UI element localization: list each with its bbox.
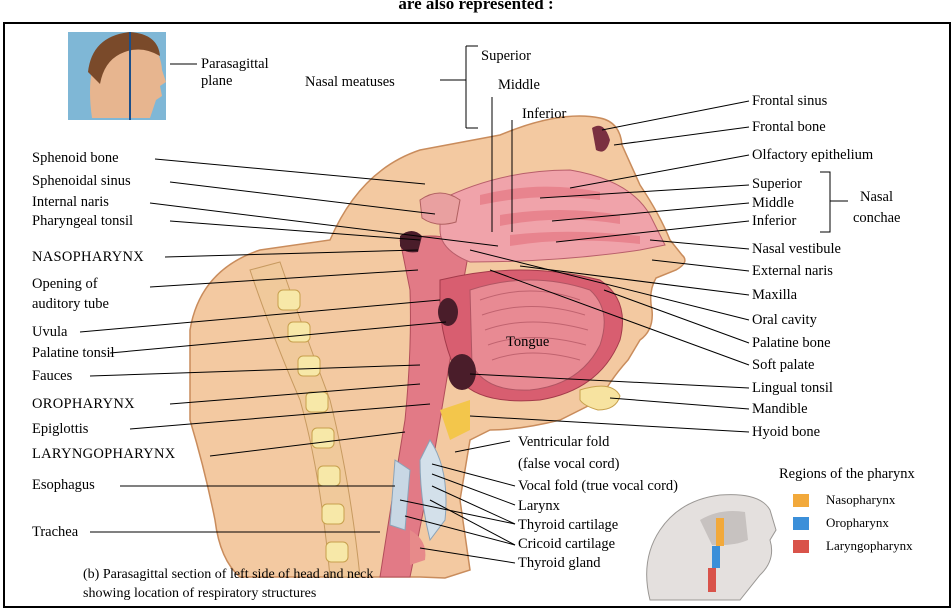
olfactory-epithelium-label: Olfactory epithelium bbox=[752, 147, 873, 163]
external-naris-label: External naris bbox=[752, 263, 833, 279]
palatine-tonsil-label: Palatine tonsil bbox=[32, 345, 115, 361]
laryngopharynx-label: LARYNGOPHARYNX bbox=[32, 446, 176, 462]
larynx-label: Larynx bbox=[518, 498, 560, 514]
fauces-label: Fauces bbox=[32, 368, 72, 384]
legend-swatch-oropharynx bbox=[793, 517, 809, 530]
legend-label-oropharynx: Oropharynx bbox=[826, 515, 889, 531]
esophagus-label: Esophagus bbox=[32, 477, 95, 493]
figure-caption-line2: showing location of respiratory structur… bbox=[83, 586, 316, 602]
legend-title: Regions of the pharynx bbox=[779, 466, 915, 482]
nasal-meatuses-label: Nasal meatuses bbox=[305, 74, 395, 90]
mandible-label: Mandible bbox=[752, 401, 808, 417]
legend-swatch-laryngopharynx bbox=[793, 540, 809, 553]
legend-label-laryngopharynx: Laryngopharynx bbox=[826, 538, 913, 554]
hyoid-bone-label: Hyoid bone bbox=[752, 424, 820, 440]
nasal-conchae-label-line1: Nasal bbox=[860, 189, 893, 205]
pharyngeal-tonsil-label: Pharyngeal tonsil bbox=[32, 213, 133, 229]
conchae-middle-label: Middle bbox=[752, 195, 794, 211]
vocal-fold-label: Vocal fold (true vocal cord) bbox=[518, 478, 678, 494]
maxilla-label: Maxilla bbox=[752, 287, 797, 303]
legend-label-nasopharynx: Nasopharynx bbox=[826, 492, 895, 508]
epiglottis-label: Epiglottis bbox=[32, 421, 88, 437]
sphenoidal-sinus-label: Sphenoidal sinus bbox=[32, 173, 131, 189]
sphenoid-bone-label: Sphenoid bone bbox=[32, 150, 119, 166]
oropharynx-label: OROPHARYNX bbox=[32, 396, 135, 412]
oral-cavity-label: Oral cavity bbox=[752, 312, 817, 328]
frontal-bone-label: Frontal bone bbox=[752, 119, 826, 135]
uvula-label: Uvula bbox=[32, 324, 67, 340]
ventricular-fold-label-line2: (false vocal cord) bbox=[518, 456, 619, 472]
thyroid-cartilage-label: Thyroid cartilage bbox=[518, 517, 618, 533]
meatus-superior-label: Superior bbox=[481, 48, 531, 64]
nasal-vestibule-label: Nasal vestibule bbox=[752, 241, 841, 257]
conchae-superior-label: Superior bbox=[752, 176, 802, 192]
meatus-inferior-label: Inferior bbox=[522, 106, 566, 122]
opening-auditory-tube-label-line2: auditory tube bbox=[32, 296, 109, 312]
nasal-conchae-label-line2: conchae bbox=[853, 210, 901, 226]
meatus-middle-label: Middle bbox=[498, 77, 540, 93]
inset-head-profile bbox=[68, 32, 166, 120]
inset-plane-label: Parasagittal plane bbox=[201, 56, 269, 90]
figure-caption-line1: (b) Parasagittal section of left side of… bbox=[83, 567, 373, 583]
internal-naris-label: Internal naris bbox=[32, 194, 109, 210]
nasopharynx-label: NASOPHARYNX bbox=[32, 249, 144, 265]
soft-palate-label: Soft palate bbox=[752, 357, 814, 373]
tongue-label: Tongue bbox=[506, 334, 549, 350]
thyroid-gland-label: Thyroid gland bbox=[518, 555, 601, 571]
conchae-inferior-label: Inferior bbox=[752, 213, 796, 229]
opening-auditory-tube-label-line1: Opening of bbox=[32, 276, 98, 292]
inset-pharynx-regions bbox=[647, 495, 776, 600]
head-neck-section bbox=[190, 116, 685, 578]
ventricular-fold-label-line1: Ventricular fold bbox=[518, 434, 609, 450]
legend-swatch-nasopharynx bbox=[793, 494, 809, 507]
trachea-label: Trachea bbox=[32, 524, 78, 540]
frontal-sinus-label: Frontal sinus bbox=[752, 93, 827, 109]
palatine-bone-label: Palatine bone bbox=[752, 335, 831, 351]
cricoid-cartilage-label: Cricoid cartilage bbox=[518, 536, 615, 552]
lingual-tonsil-label: Lingual tonsil bbox=[752, 380, 833, 396]
